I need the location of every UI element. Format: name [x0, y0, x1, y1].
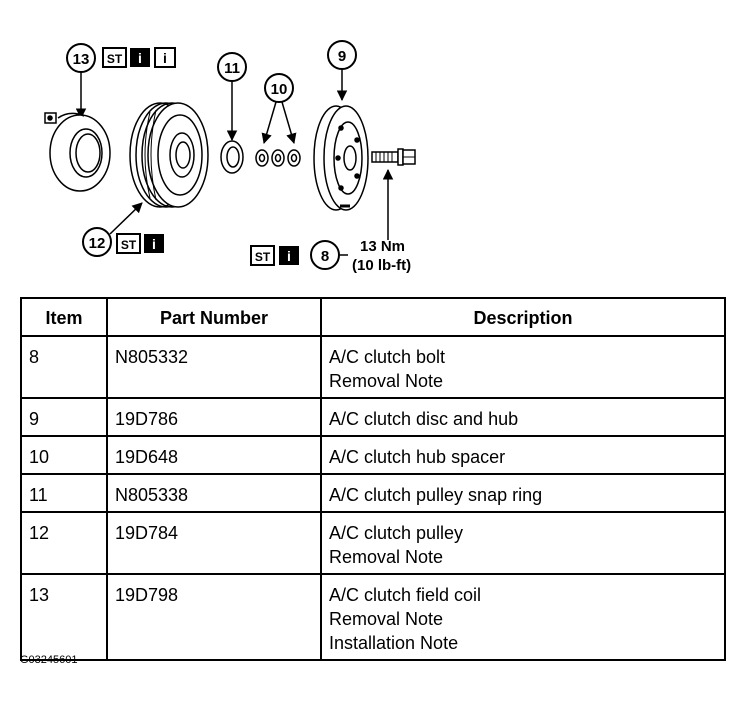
item-number: 11 [20, 473, 108, 513]
callout-8-label: 8 [321, 248, 329, 265]
clutch-bolt-drawing [371, 148, 416, 166]
callout-13: 13 [66, 43, 96, 73]
pulley-drawing [129, 102, 209, 208]
callout-13-label: 13 [73, 51, 90, 68]
callout-9-label: 9 [338, 48, 346, 65]
svg-text:i: i [152, 236, 156, 252]
description: A/C clutch disc and hub [320, 397, 726, 437]
callout-8: 8 [310, 240, 340, 270]
item-number: 8 [20, 335, 108, 399]
part-number: 19D798 [106, 573, 322, 661]
svg-text:ST: ST [107, 52, 123, 66]
snap-ring-drawing [220, 140, 244, 174]
note-text: Removal Note [329, 609, 444, 629]
header-item: Item [20, 297, 108, 337]
header-part-number: Part Number [106, 297, 322, 337]
item-number: 9 [20, 397, 108, 437]
description-text: A/C clutch disc and hub [329, 409, 519, 429]
description: A/C clutch pulley snap ring [320, 473, 726, 513]
svg-text:i: i [287, 248, 291, 264]
description-text: A/C clutch field coil [329, 585, 482, 605]
svg-text:ST: ST [121, 238, 137, 252]
hub-spacers-drawing [255, 149, 301, 167]
torque-nm: 13 Nm [360, 238, 405, 255]
exploded-parts-diagram: 13 ST i i 12 ST [44, 40, 416, 274]
leader-arrow-12 [109, 202, 143, 235]
clutch-disc-hub-drawing [313, 105, 369, 211]
header-description: Description [320, 297, 726, 337]
callout-12: 12 [82, 227, 112, 257]
special-tool-badge: ST [102, 47, 127, 68]
description-text: A/C clutch pulley [329, 523, 464, 543]
part-number: N805338 [106, 473, 322, 513]
part-number: 19D648 [106, 435, 322, 475]
item-number: 12 [20, 511, 108, 575]
special-tool-badge: ST [250, 245, 275, 266]
item-number: 13 [20, 573, 108, 661]
callout-10: 10 [264, 73, 294, 103]
info-icon: i [154, 47, 176, 68]
info-icon: i [144, 234, 164, 253]
leader-arrow-10 [261, 101, 277, 145]
description-text: A/C clutch bolt [329, 347, 446, 367]
note-text: Removal Note [329, 371, 444, 391]
callout-12-label: 12 [89, 235, 106, 252]
info-icon: i [279, 246, 299, 265]
svg-text:i: i [138, 50, 142, 66]
torque-lbft: (10 lb-ft) [352, 257, 411, 274]
leader-arrow-10 [281, 101, 297, 145]
description-text: A/C clutch pulley snap ring [329, 485, 543, 505]
field-coil-drawing [44, 112, 111, 192]
description: A/C clutch hub spacer [320, 435, 726, 475]
callout-9: 9 [327, 40, 357, 70]
description-text: A/C clutch hub spacer [329, 447, 506, 467]
info-icon: i [130, 48, 150, 67]
callout-11-label: 11 [224, 60, 240, 77]
part-number: 19D786 [106, 397, 322, 437]
svg-text:ST: ST [255, 250, 271, 264]
note-text: Removal Note [329, 547, 444, 567]
figure-id: G03245601 [20, 654, 78, 666]
svg-text:i: i [163, 50, 167, 66]
item-number: 10 [20, 435, 108, 475]
special-tool-badge: ST [116, 233, 141, 254]
callout-10-label: 10 [271, 81, 288, 98]
callout-11: 11 [217, 52, 247, 82]
table-header-row: Item Part Number Description [20, 297, 726, 337]
note-text: Installation Note [329, 633, 459, 653]
part-number: N805332 [106, 335, 322, 399]
part-number: 19D784 [106, 511, 322, 575]
